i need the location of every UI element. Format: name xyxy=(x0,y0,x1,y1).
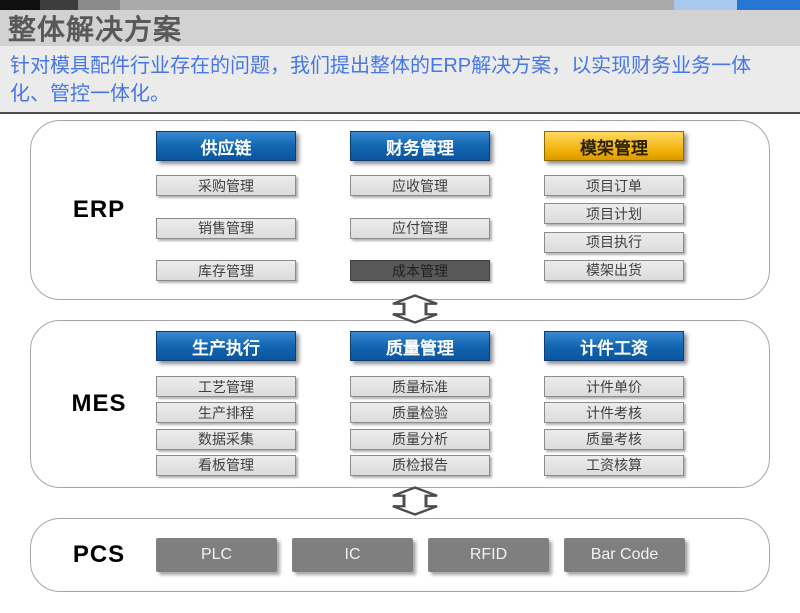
accent-segment-dark-gray xyxy=(40,0,78,10)
page-title: 整体解决方案 xyxy=(8,14,183,45)
module-item-成本管理: 成本管理 xyxy=(350,260,490,281)
module-item-list: 工艺管理生产排程数据采集看板管理 xyxy=(156,376,296,476)
module-item-质量检验: 质量检验 xyxy=(350,402,490,424)
module-header-计件工资: 计件工资 xyxy=(544,331,684,361)
pcs-device-ic: IC xyxy=(292,538,413,572)
module-item-数据采集: 数据采集 xyxy=(156,428,296,450)
module-item-生产排程: 生产排程 xyxy=(156,402,296,424)
module-header-财务管理: 财务管理 xyxy=(350,131,490,161)
mes-columns: 生产执行工艺管理生产排程数据采集看板管理质量管理质量标准质量检验质量分析质检报告… xyxy=(129,331,711,477)
accent-segment-light-gray xyxy=(120,0,674,10)
module-item-库存管理: 库存管理 xyxy=(156,260,296,281)
module-item-项目计划: 项目计划 xyxy=(544,203,684,225)
erp-columns: 供应链采购管理销售管理库存管理财务管理应收管理应付管理成本管理模架管理项目订单项… xyxy=(129,131,711,289)
module-item-销售管理: 销售管理 xyxy=(156,217,296,239)
module-item-模架出货: 模架出货 xyxy=(544,259,684,281)
module-column: 模架管理项目订单项目计划项目执行模架出货 xyxy=(517,131,711,289)
mes-layer-label: MES xyxy=(71,390,127,417)
module-item-项目订单: 项目订单 xyxy=(544,175,684,196)
module-item-list: 项目订单项目计划项目执行模架出货 xyxy=(544,175,684,281)
top-accent-bar xyxy=(0,0,800,10)
divider-line xyxy=(0,112,800,114)
diagram-area: ERP 供应链采购管理销售管理库存管理财务管理应收管理应付管理成本管理模架管理项… xyxy=(0,114,800,613)
pcs-buttons: PLC IC RFID Bar Code xyxy=(156,538,685,572)
module-item-质量分析: 质量分析 xyxy=(350,428,490,450)
module-item-看板管理: 看板管理 xyxy=(156,454,296,476)
subtitle-band: 针对模具配件行业存在的问题，我们提出整体的ERP解决方案，以实现财务业务一体化、… xyxy=(0,46,800,112)
pcs-layer-label: PCS xyxy=(72,541,126,568)
accent-segment-black xyxy=(0,0,40,10)
accent-segment-blue xyxy=(737,0,800,10)
module-item-list: 计件单价计件考核质量考核工资核算 xyxy=(544,376,684,476)
module-column: 质量管理质量标准质量检验质量分析质检报告 xyxy=(323,331,517,477)
pcs-layer: PCS PLC IC RFID Bar Code xyxy=(30,518,770,592)
title-band: 整体解决方案 xyxy=(0,10,800,46)
module-item-应收管理: 应收管理 xyxy=(350,175,490,196)
pcs-device-bar-code: Bar Code xyxy=(564,538,685,572)
accent-segment-mid-gray xyxy=(78,0,120,10)
pcs-device-plc: PLC xyxy=(156,538,277,572)
subtitle-text: 针对模具配件行业存在的问题，我们提出整体的ERP解决方案，以实现财务业务一体化、… xyxy=(10,55,752,105)
module-item-质检报告: 质检报告 xyxy=(350,454,490,476)
updown-arrow-icon xyxy=(387,486,443,516)
module-column: 计件工资计件单价计件考核质量考核工资核算 xyxy=(517,331,711,477)
erp-layer: ERP 供应链采购管理销售管理库存管理财务管理应收管理应付管理成本管理模架管理项… xyxy=(30,120,770,300)
module-item-质量考核: 质量考核 xyxy=(544,428,684,450)
pcs-device-rfid: RFID xyxy=(428,538,549,572)
module-header-供应链: 供应链 xyxy=(156,131,296,161)
module-item-采购管理: 采购管理 xyxy=(156,175,296,196)
module-item-计件考核: 计件考核 xyxy=(544,402,684,424)
module-column: 财务管理应收管理应付管理成本管理 xyxy=(323,131,517,289)
module-header-生产执行: 生产执行 xyxy=(156,331,296,361)
module-item-应付管理: 应付管理 xyxy=(350,217,490,239)
module-item-质量标准: 质量标准 xyxy=(350,376,490,397)
module-item-工艺管理: 工艺管理 xyxy=(156,376,296,397)
module-item-项目执行: 项目执行 xyxy=(544,231,684,253)
module-item-list: 质量标准质量检验质量分析质检报告 xyxy=(350,376,490,476)
module-column: 供应链采购管理销售管理库存管理 xyxy=(129,131,323,289)
module-header-质量管理: 质量管理 xyxy=(350,331,490,361)
module-item-list: 采购管理销售管理库存管理 xyxy=(156,175,296,281)
mes-layer: MES 生产执行工艺管理生产排程数据采集看板管理质量管理质量标准质量检验质量分析… xyxy=(30,320,770,488)
erp-layer-label: ERP xyxy=(72,196,126,223)
module-item-工资核算: 工资核算 xyxy=(544,454,684,476)
updown-arrow-icon xyxy=(387,294,443,324)
module-header-模架管理: 模架管理 xyxy=(544,131,684,161)
module-item-list: 应收管理应付管理成本管理 xyxy=(350,175,490,281)
accent-segment-light-blue xyxy=(674,0,737,10)
module-column: 生产执行工艺管理生产排程数据采集看板管理 xyxy=(129,331,323,477)
module-item-计件单价: 计件单价 xyxy=(544,376,684,397)
